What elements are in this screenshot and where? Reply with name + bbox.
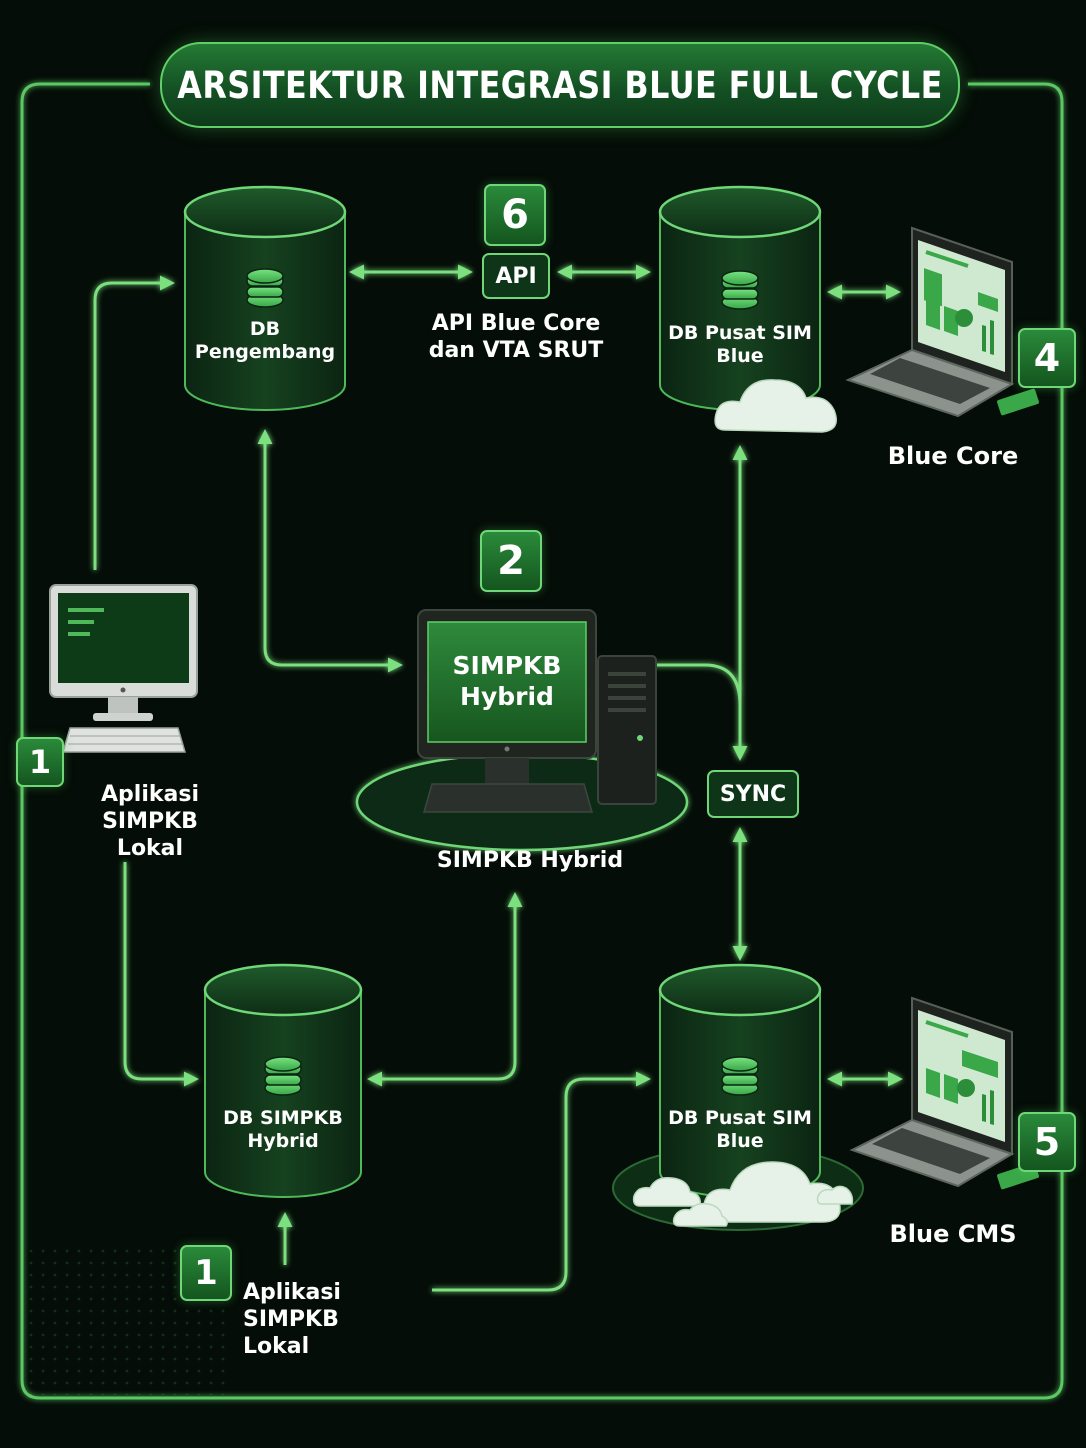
api-tag: API (482, 253, 550, 299)
title-banner: ARSITEKTUR INTEGRASI BLUE FULL CYCLE (160, 42, 960, 128)
page-title: ARSITEKTUR INTEGRASI BLUE FULL CYCLE (177, 63, 943, 107)
blue-core-laptop-icon (845, 226, 1039, 418)
cloud-icon (632, 1161, 854, 1227)
conn-simpkb-sync (654, 663, 742, 706)
blue-core-label: Blue Core (887, 442, 1019, 470)
database-icon (721, 1056, 759, 1096)
blue-cms-label: Blue CMS (889, 1220, 1017, 1248)
app-local-bottom-label: Aplikasi SIMPKB Lokal (243, 1280, 341, 1359)
step-badge-2: 2 (480, 530, 542, 592)
db-pusat-top-label: DB Pusat SIM Blue (668, 322, 812, 368)
step-badge-6: 6 (484, 184, 546, 246)
db-pengembang-label: DB Pengembang (194, 318, 336, 364)
step-badge-5: 5 (1018, 1112, 1076, 1172)
database-icon (721, 270, 759, 310)
conn-app-bottom-dbpusat (432, 1071, 651, 1292)
step-badge-4: 4 (1018, 328, 1076, 388)
conn-app-to-db-pengembang (93, 275, 175, 570)
database-icon (264, 1056, 302, 1096)
sync-tag: SYNC (707, 770, 799, 818)
api-label: API Blue Core dan VTA SRUT (428, 311, 604, 363)
db-pengembang-cylinder (183, 185, 347, 411)
conn-dbpeng-simpkb (257, 429, 403, 673)
db-simpkb-hybrid-label: DB SIMPKB Hybrid (223, 1107, 343, 1153)
app-local-left-label: Aplikasi SIMPKB Lokal (101, 782, 199, 861)
cloud-icon (714, 379, 837, 433)
step-badge-1-bottom: 1 (180, 1245, 232, 1301)
conn-app-to-db-simpkb (123, 862, 199, 1087)
blue-cms-laptop-icon (849, 996, 1039, 1190)
outer-frame (20, 82, 1064, 1400)
simpkb-screen-text: SIMPKB Hybrid (452, 651, 562, 712)
simpkb-hybrid-computer (355, 609, 689, 852)
database-icon (246, 268, 284, 308)
desktop-computer-icon (49, 584, 198, 753)
db-pusat-bottom-label: DB Pusat SIM Blue (668, 1107, 812, 1153)
step-badge-1-left: 1 (16, 737, 64, 787)
simpkb-hybrid-label: SIMPKB Hybrid (436, 848, 624, 873)
conn-dbsimpkb-simpkb (367, 892, 523, 1087)
db-pusat-top-cylinder (658, 185, 822, 411)
